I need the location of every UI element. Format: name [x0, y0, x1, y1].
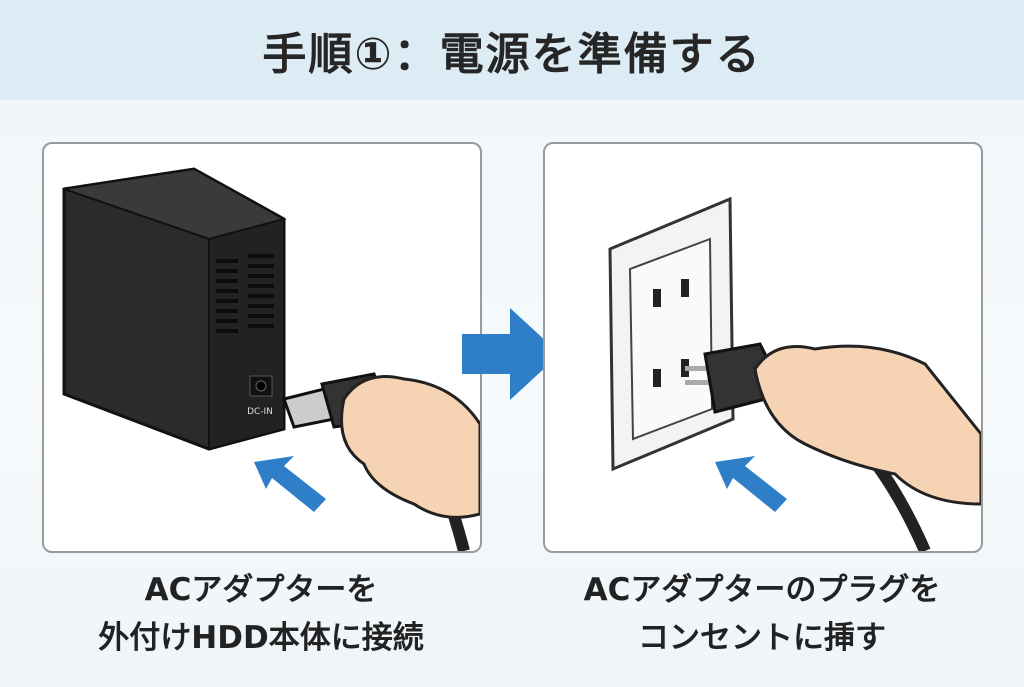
wall-outlet — [608, 196, 735, 472]
step2-caption-line2: コンセントに挿す — [638, 620, 886, 656]
dc-in-label: DC-IN — [247, 407, 273, 417]
hdd-enclosure — [62, 167, 287, 451]
step2-caption: ACアダプターのプラグを コンセントに挿す — [512, 566, 1012, 662]
insert-arrow-icon — [254, 456, 326, 512]
title-band — [0, 0, 1024, 100]
step1-caption-line2: 外付けHDD本体に接続 — [98, 620, 424, 656]
step2-illustration — [543, 142, 983, 553]
hand — [753, 344, 981, 506]
step1-caption-line1: ACアダプターを — [144, 572, 378, 608]
hand — [340, 375, 480, 519]
step2-caption-line1: ACアダプターのプラグを — [583, 572, 941, 608]
step1-caption: ACアダプターを 外付けHDD本体に接続 — [11, 566, 511, 662]
insert-arrow-icon — [715, 456, 787, 512]
page-title: 手順①：電源を準備する — [262, 29, 762, 80]
next-step-arrow-icon — [462, 308, 560, 400]
step1-illustration: DC-IN — [42, 142, 482, 553]
